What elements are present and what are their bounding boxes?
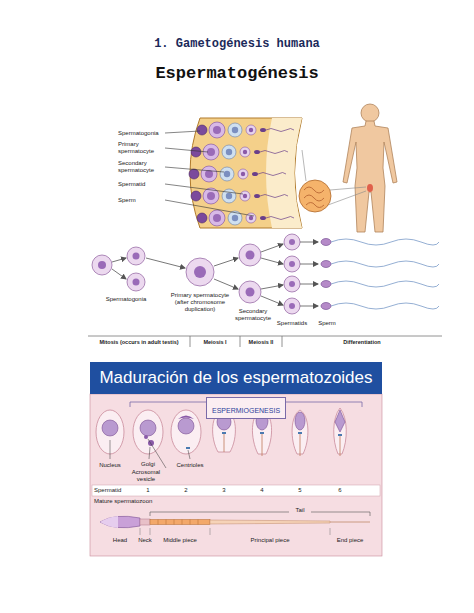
subtitle: Espermatogénesis [0, 64, 474, 84]
phase-label: Differentiation [282, 339, 442, 345]
leader-line [165, 200, 254, 216]
band-text: Maduración de los espermatozoides [99, 368, 372, 388]
part-label: Nucleus [95, 462, 125, 469]
part-label: End piece [330, 537, 370, 544]
leader-lines [165, 131, 254, 216]
tubule-section [189, 118, 302, 228]
part-label: Head [105, 537, 135, 544]
leader-line [165, 167, 224, 172]
row-label: Spermatid [94, 487, 134, 494]
stage-number: 1 [143, 487, 153, 494]
leader-line [165, 148, 208, 152]
stage-title: ESPERMIOGENESIS [212, 407, 280, 414]
part-label: Golgi [136, 461, 160, 468]
row-label: Mature spermatozoon [94, 498, 184, 505]
part-label: Centrioles [172, 462, 208, 469]
title-band: Maduración de los espermatozoides [90, 362, 382, 394]
cell-row [191, 188, 288, 204]
tubule-wall [190, 118, 302, 228]
part-label: Spermatogonia [118, 130, 164, 137]
part-label: Sperm [118, 197, 164, 204]
maturation-panel [90, 394, 382, 556]
part-label: Acrosomal vesicle [128, 469, 164, 483]
cell-label: Spermatogonia [96, 296, 156, 303]
leader-line [165, 131, 200, 133]
stage-number: 5 [295, 487, 305, 494]
phase-label: Meiosis I [190, 339, 240, 345]
cell-label: Sperm [312, 320, 342, 327]
cell-row [189, 166, 286, 182]
leader-line [165, 184, 243, 194]
testis-zoom [299, 150, 366, 212]
part-label: Primary spermatocyte [118, 141, 164, 155]
cell-row [197, 122, 294, 138]
stage-number: 3 [219, 487, 229, 494]
stage-number: 2 [181, 487, 191, 494]
cell-label: Secondary spermatocyte [228, 308, 278, 322]
part-label: Spermatid [118, 181, 164, 188]
phase-label: Mitosis (occurs in adult testis) [88, 339, 190, 345]
division-diagram [88, 234, 442, 347]
stage-box: ESPERMIOGENESIS [206, 397, 286, 419]
cell-label: Primary spermatocyte (after chromosome d… [168, 292, 232, 313]
phase-label: Meiosis II [240, 339, 282, 345]
human-figure [343, 104, 397, 232]
page-title: 1. Gametogénesis humana [0, 38, 474, 52]
stage-number: 6 [335, 487, 345, 494]
part-label: Middle piece [155, 537, 205, 544]
part-label: Tail [289, 507, 311, 514]
part-label: Secondary spermatocyte [118, 160, 164, 174]
part-label: Neck [134, 537, 156, 544]
cell-label: Spermatids [272, 320, 312, 327]
stage-number: 4 [257, 487, 267, 494]
cell-row [197, 210, 294, 226]
part-label: Principal piece [240, 537, 300, 544]
